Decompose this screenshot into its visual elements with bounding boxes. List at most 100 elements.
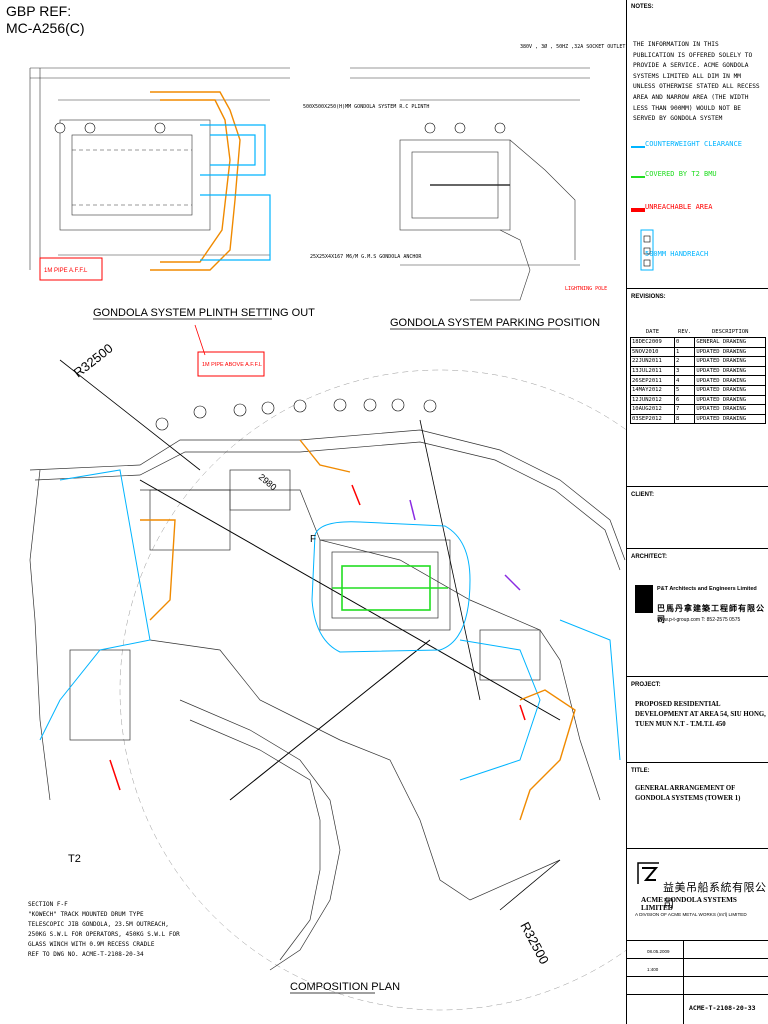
architect-chinese-name: 巴馬丹拿建築工程師有限公司: [657, 604, 765, 624]
scale-value: 1:400: [647, 967, 659, 972]
rev-number: 6: [673, 394, 696, 406]
project-text: PROPOSED RESIDENTIAL DEVELOPMENT AT AREA…: [635, 701, 766, 728]
meta-divider-2: [627, 958, 768, 959]
rev-description: UPDATED DRAWING: [694, 346, 766, 358]
rev-number: 2: [673, 356, 696, 367]
revisions-divider: [627, 288, 768, 289]
grid-bubbles: [54, 122, 506, 431]
architect-name: P&T Architects and Engineers Limited: [657, 586, 757, 592]
project-label: PROJECT:: [631, 682, 661, 688]
company-divider: [627, 848, 768, 849]
title-divider: [627, 762, 768, 763]
plinth-blue-zone: [200, 124, 271, 261]
socket-note: 380V , 3Ø , 50HZ ,32A SOCKET OUTLET TO B…: [520, 43, 626, 50]
rev-number: 7: [673, 404, 696, 415]
rev-description: UPDATED DRAWING: [694, 394, 766, 406]
plan-purple-marks: [409, 499, 521, 591]
rev-header-rev: REV.: [674, 326, 695, 338]
legend-label: COUNTERWEIGHT CLEARANCE: [645, 140, 742, 148]
rev-date: 18DEC2009: [630, 337, 675, 348]
legend-unreachable: UNREACHABLE AREA: [631, 203, 765, 217]
rev-description: UPDATED DRAWING: [694, 413, 766, 425]
rev-number: 8: [673, 413, 696, 425]
gbp-reference: GBP REF: MC-A256(C): [6, 3, 85, 37]
plinth-detail: [29, 67, 290, 270]
pipe-note-box-2: [197, 351, 265, 377]
rev-number: 3: [673, 365, 696, 377]
legend-counterweight: COUNTERWEIGHT CLEARANCE: [631, 140, 765, 154]
meta-divider-4: [627, 994, 768, 995]
meta-divider-3: [627, 976, 768, 977]
meta-col-divider: [683, 940, 684, 1024]
plan-blue-clearance: [39, 469, 621, 781]
legend-handreach: 500MM HANDREACH: [631, 250, 765, 264]
pipe-note-box-1: [39, 257, 103, 281]
title-label: TITLE:: [631, 768, 650, 774]
rev-number: 0: [673, 337, 696, 348]
legend-swatch: [631, 208, 645, 212]
plan-green-track: [332, 565, 448, 611]
architect-label: ARCHITECT:: [631, 554, 667, 560]
rev-number: 5: [673, 384, 696, 396]
plinth-title: GONDOLA SYSTEM PLINTH SETTING OUT: [93, 307, 315, 319]
client-label: CLIENT:: [631, 492, 654, 498]
pipe-note-2: 1M PIPE ABOVE A.F.F.L: [202, 362, 262, 368]
title-block: NOTES: THE INFORMATION IN THIS PUBLICATI…: [626, 0, 768, 1024]
section-note: SECTION F-F "KOWECH" TRACK MOUNTED DRUM …: [28, 901, 183, 958]
rev-number: 1: [673, 346, 696, 358]
drawing-number: ACME-T-2108-20-33: [689, 1004, 756, 1012]
legend-label: UNREACHABLE AREA: [645, 203, 713, 211]
radius-small-label: 2980: [257, 472, 279, 493]
meta-divider: [627, 940, 768, 941]
rev-description: UPDATED DRAWING: [694, 375, 766, 386]
notes-text: THE INFORMATION IN THIS PUBLICATION IS O…: [633, 41, 760, 123]
anchor-note: 25X25X4X167 M6/M G.M.S GONDOLA ANCHOR: [310, 254, 422, 260]
cad-drawing: 1M PIPE A.F.F.L GONDOLA SYSTEM PLINTH SE…: [28, 43, 626, 1011]
revisions-label: REVISIONS:: [631, 294, 666, 300]
company-english-name: ACME GONDOLA SYSTEMS LIMITED: [641, 896, 737, 912]
rev-date: 03SEP2012: [630, 413, 675, 425]
rev-date: 14MAY2012: [630, 384, 675, 396]
radius-label-top: R32500: [71, 341, 116, 381]
rev-number: 4: [673, 375, 696, 386]
plan-orange-zone: [140, 439, 576, 821]
legend-covered: COVERED BY T2 BMU: [631, 170, 765, 184]
notes-label: NOTES:: [631, 4, 654, 10]
legend-swatch: [631, 146, 645, 148]
rev-date: 26SEP2011: [630, 375, 675, 386]
company-subtitle: A DIVISION OF ACME METAL WORKS (Int'l) L…: [635, 912, 747, 917]
rev-date: 12JUN2012: [630, 394, 675, 406]
rev-description: UPDATED DRAWING: [694, 384, 766, 396]
rev-header-desc: DESCRIPTION: [694, 326, 766, 338]
plan-title: COMPOSITION PLAN: [290, 981, 400, 993]
rev-date: 22JUN2011: [630, 356, 675, 367]
lightning-note: LIGHTNING POLE: [565, 286, 607, 292]
rev-date: 13JUL2011: [630, 365, 675, 377]
rev-date: 10AUG2012: [630, 404, 675, 415]
title-text: GENERAL ARRANGEMENT OF GONDOLA SYSTEMS (…: [635, 785, 741, 802]
rev-description: UPDATED DRAWING: [694, 356, 766, 367]
handreach-icon: [640, 229, 654, 271]
acme-logo-icon: [637, 862, 659, 884]
project-divider: [627, 676, 768, 677]
date-value: 08.05.2009: [647, 949, 670, 954]
plinth-orange-zone: [150, 91, 241, 271]
rev-description: UPDATED DRAWING: [694, 365, 766, 377]
gbp-ref-label: GBP REF:: [6, 3, 72, 19]
parking-title: GONDOLA SYSTEM PARKING POSITION: [390, 317, 600, 329]
architect-divider: [627, 548, 768, 549]
architect-logo: [635, 585, 653, 613]
rev-description: GENERAL DRAWING: [694, 337, 766, 348]
parking-detail: [350, 67, 590, 301]
radius-label-bottom: R32500: [517, 919, 552, 966]
